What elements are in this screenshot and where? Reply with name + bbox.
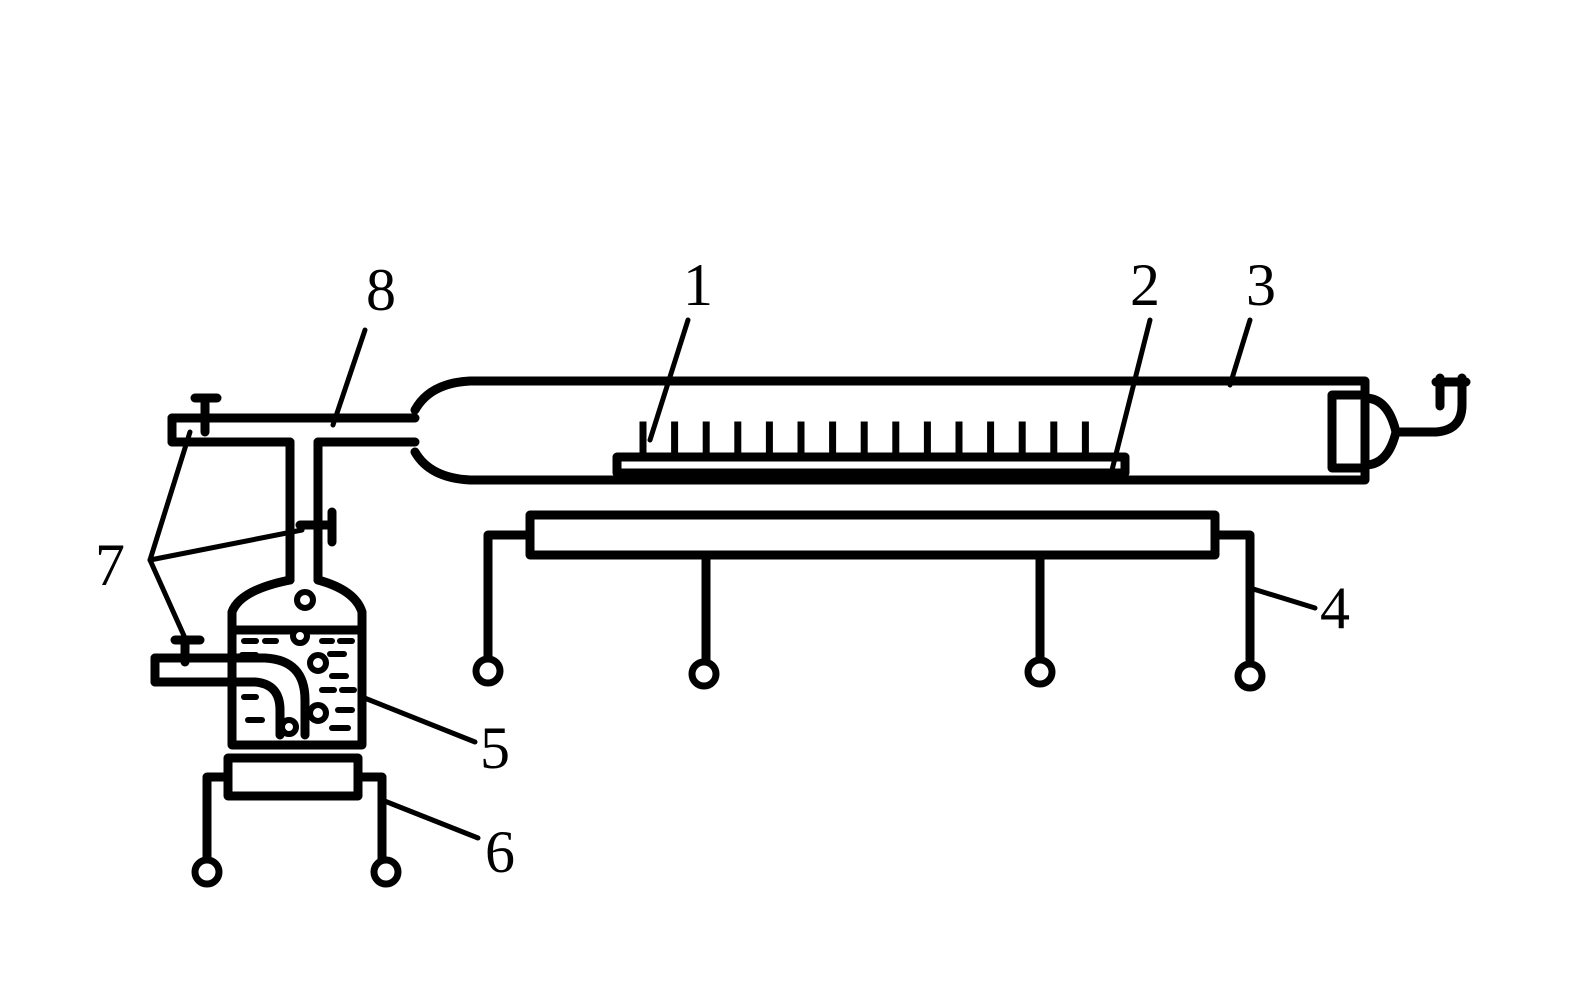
sample-boat [612,452,1130,478]
leader-lines [147,317,1318,841]
label-2: 2 [1130,252,1160,318]
bubbler-flask [150,575,367,750]
sample-fins [639,421,1089,459]
flask-heater-terminals [191,856,402,888]
liquid-dashes [239,638,357,731]
label-3: 3 [1246,252,1276,318]
label-8: 8 [366,257,396,323]
flask-heater [202,753,387,867]
label-5: 5 [480,715,510,781]
inlet-pipe [167,413,420,585]
bubbles [279,589,329,737]
reaction-tube [410,373,1471,485]
tube-furnace [483,510,1255,665]
furnace-terminals [472,655,1266,692]
label-6: 6 [485,819,515,885]
label-4: 4 [1320,575,1350,641]
stopcock-top [190,393,222,437]
label-7: 7 [95,532,125,598]
stopcock-middle [295,507,337,547]
label-1: 1 [683,252,713,318]
